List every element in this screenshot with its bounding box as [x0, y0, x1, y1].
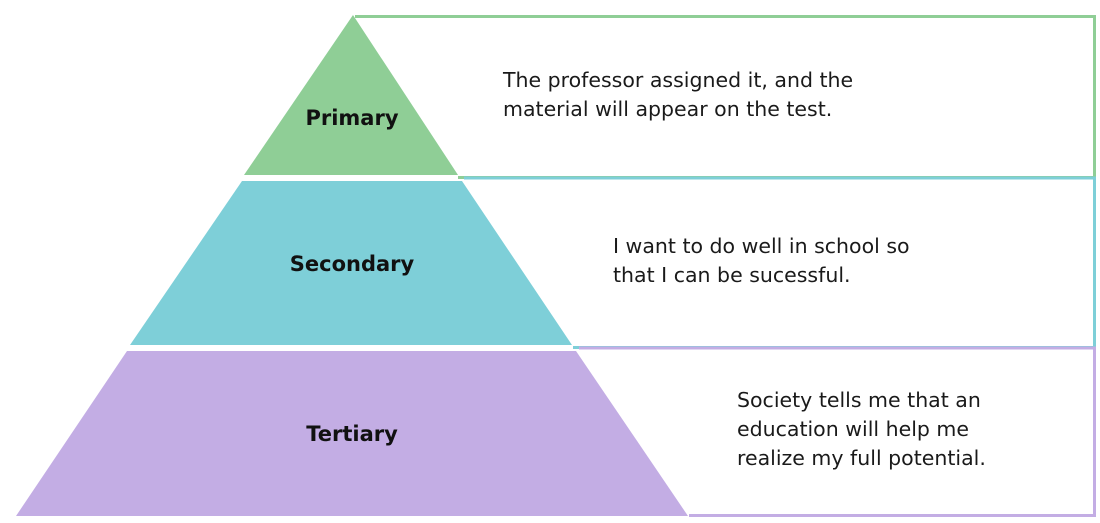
tier-label-secondary: Secondary [289, 252, 415, 276]
tier-label-primary: Primary [305, 106, 399, 130]
description-line: that I can be sucessful. [613, 263, 851, 287]
description-line: realize my full potential. [737, 446, 986, 470]
tertiary-description: Society tells me that an education will … [737, 386, 986, 473]
description-line: material will appear on the test. [503, 97, 833, 121]
secondary-description: I want to do well in school so that I ca… [613, 232, 910, 290]
description-line: education will help me [737, 417, 970, 441]
primary-tier [244, 15, 458, 175]
description-line: Society tells me that an [737, 388, 981, 412]
description-line: The professor assigned it, and the [503, 68, 854, 92]
description-line: I want to do well in school so [613, 234, 910, 258]
secondary-tier [130, 181, 572, 345]
primary-description: The professor assigned it, and the mater… [503, 66, 853, 124]
tertiary-tier [16, 351, 688, 516]
tier-label-tertiary: Tertiary [306, 422, 398, 446]
tertiary-box-outline [579, 346, 1096, 517]
